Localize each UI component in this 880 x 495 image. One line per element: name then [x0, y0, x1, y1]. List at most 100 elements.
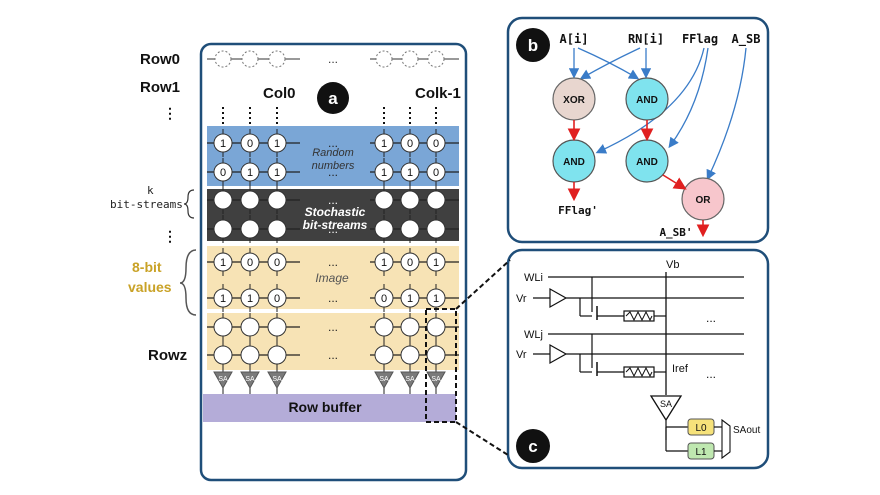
memory-cell	[426, 219, 446, 239]
cell-bit: 0	[433, 138, 439, 150]
and-gate-1-label: AND	[636, 95, 658, 106]
cell-bit: 1	[381, 167, 387, 179]
badge-a-label: a	[328, 89, 338, 108]
band-random-label-2: numbers	[312, 160, 355, 172]
cell-bit: 1	[433, 257, 439, 269]
left-labels: Row0 Row1 ⋮ k bit-streams ⋮ 8-bit values…	[110, 51, 197, 364]
output-arrows	[567, 120, 710, 238]
sense-amp	[374, 371, 394, 390]
driver-amp-1	[549, 287, 568, 309]
row0-ellipsis: ...	[328, 52, 338, 66]
driver-amp-2	[549, 343, 568, 365]
memory-cell	[240, 162, 260, 182]
input-rn: RN[i]	[628, 32, 664, 46]
memory-cell	[240, 190, 260, 210]
memory-cell	[426, 133, 446, 153]
memory-cell	[213, 288, 233, 308]
memory-cell	[213, 345, 233, 365]
memory-cell	[374, 288, 394, 308]
sense-amp	[267, 371, 287, 390]
sense-amp-label: SA	[218, 376, 228, 383]
row-ellipsis: ...	[328, 222, 338, 236]
row1-label: Row1	[140, 79, 180, 96]
cell-bit: 1	[247, 167, 253, 179]
cell-bit: 1	[274, 138, 280, 150]
cell-bit: 1	[407, 293, 413, 305]
panel-c-sa-label: SA	[660, 399, 672, 409]
memory-cell	[426, 317, 446, 337]
cell-bit: 1	[381, 257, 387, 269]
bitstreams-label: bit-streams	[110, 198, 183, 211]
band-image-label: Image	[315, 271, 349, 285]
row-ellipsis: ...	[328, 348, 338, 362]
cell-bit: 1	[407, 167, 413, 179]
or-gate-label: OR	[696, 195, 712, 206]
row-buffer-label: Row buffer	[288, 399, 362, 415]
cell-bit: 1	[381, 138, 387, 150]
input-fflag: FFlag	[682, 32, 718, 46]
memory-cell	[374, 190, 394, 210]
cell-bit: 1	[220, 293, 226, 305]
vdots-1: ⋮	[163, 105, 177, 121]
memory-cell	[400, 133, 420, 153]
row-buffer	[203, 394, 456, 422]
vr1-label: Vr	[516, 293, 527, 305]
memory-cell	[267, 345, 287, 365]
cell-bit: 0	[274, 257, 280, 269]
panel-c-frame	[506, 248, 770, 470]
memory-cell	[240, 252, 260, 272]
sense-amp	[240, 371, 260, 390]
vdots-2: ⋮	[163, 228, 177, 244]
rowz-label: Rowz	[148, 347, 187, 364]
wlj-label: WLj	[524, 329, 543, 341]
saout-label: SAout	[733, 425, 760, 436]
memory-cell	[400, 317, 420, 337]
row0-label: Row0	[140, 51, 180, 68]
vb-label: Vb	[666, 259, 679, 271]
badge-b-label: b	[528, 36, 538, 55]
badge-b	[516, 28, 550, 62]
memory-cell	[400, 345, 420, 365]
sense-amp	[426, 371, 446, 390]
cell-bit: 0	[220, 167, 226, 179]
zoom-line-top	[455, 259, 511, 310]
memory-cell	[240, 345, 260, 365]
memory-cell	[240, 288, 260, 308]
out-asb: A_SB'	[659, 226, 692, 239]
row-ellipsis: ...	[328, 291, 338, 305]
input-arrows	[568, 47, 747, 181]
memory-cell	[240, 317, 260, 337]
panel-b: b A[i] RN[i] FFlag A_SB XOR AND AND AND …	[506, 16, 770, 244]
badge-a	[317, 82, 349, 114]
eight-bit-brace	[179, 249, 197, 316]
memory-cell	[374, 317, 394, 337]
row-ellipsis: ...	[328, 320, 338, 334]
cell-bit: 0	[381, 293, 387, 305]
memory-cell	[267, 288, 287, 308]
row-j-dots: ...	[706, 367, 716, 381]
memory-cell	[400, 252, 420, 272]
bitstreams-brace	[183, 189, 195, 219]
cell-bit: 0	[247, 257, 253, 269]
memory-cell	[213, 219, 233, 239]
memory-cell	[374, 252, 394, 272]
input-asb: A_SB	[732, 32, 761, 47]
memory-cell	[400, 162, 420, 182]
cell-bit: 1	[433, 293, 439, 305]
memory-cell	[426, 252, 446, 272]
band-stoch-label-1: Stochastic	[305, 205, 366, 219]
col0-label: Col0	[263, 85, 296, 102]
memory-cell	[213, 190, 233, 210]
output-mux	[721, 418, 731, 460]
latch-l0-label: L0	[695, 423, 707, 434]
latch-l1-label: L1	[695, 447, 707, 458]
sense-amp-label: SA	[379, 376, 389, 383]
memory-cell	[400, 190, 420, 210]
cell-bit: 0	[247, 138, 253, 150]
memory-cell	[374, 345, 394, 365]
vr2-label: Vr	[516, 349, 527, 361]
eight-bit-label-1: 8-bit	[132, 259, 162, 275]
memory-cell	[240, 133, 260, 153]
cell-bit: 0	[274, 293, 280, 305]
